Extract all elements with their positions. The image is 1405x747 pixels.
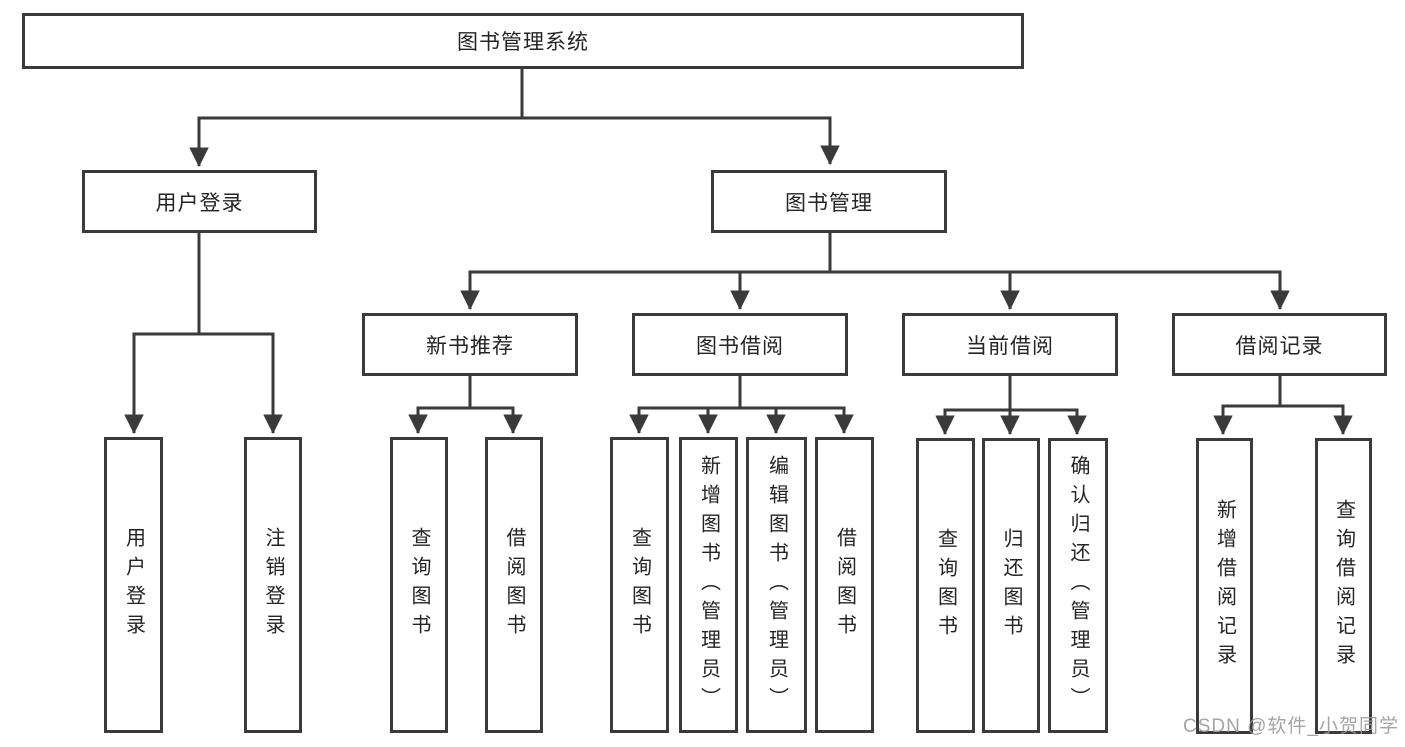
leaf-add-book-admin: 新增图书（管理员） <box>679 437 738 733</box>
node-user-login-label: 用户登录 <box>155 191 244 215</box>
leaf-user-login-label: 用户登录 <box>122 527 145 643</box>
node-root: 图书管理系统 <box>22 13 1024 69</box>
node-book-management-label: 图书管理 <box>785 191 873 215</box>
node-borrow-records: 借阅记录 <box>1172 313 1387 376</box>
leaf-query-books-current-label: 查询图书 <box>934 527 957 644</box>
node-user-login: 用户登录 <box>82 170 317 233</box>
leaf-query-books-borrow-label: 查询图书 <box>628 527 651 643</box>
leaf-logout-label: 注销登录 <box>262 527 284 643</box>
leaf-query-books-recommend-label: 查询图书 <box>408 527 430 643</box>
node-new-book-recommend-label: 新书推荐 <box>426 334 514 358</box>
leaf-confirm-return-admin-label: 确认归还（管理员） <box>1067 455 1089 716</box>
node-new-book-recommend: 新书推荐 <box>362 313 578 376</box>
node-book-management: 图书管理 <box>711 170 947 233</box>
leaf-add-borrow-record: 新增借阅记录 <box>1196 438 1253 734</box>
leaf-return-books-label: 归还图书 <box>1000 527 1022 644</box>
leaf-borrow-books-recommend-label: 借阅图书 <box>503 527 525 643</box>
leaf-add-book-admin-label: 新增图书（管理员） <box>697 454 720 716</box>
node-root-label: 图书管理系统 <box>457 31 589 54</box>
node-book-borrow-label: 图书借阅 <box>696 334 784 358</box>
leaf-add-borrow-record-label: 新增借阅记录 <box>1213 499 1236 673</box>
leaf-query-books-borrow: 查询图书 <box>610 437 669 733</box>
leaf-query-borrow-record-label: 查询借阅记录 <box>1332 499 1355 673</box>
leaf-query-books-recommend: 查询图书 <box>390 437 448 733</box>
leaf-borrow-books: 借阅图书 <box>815 437 874 733</box>
leaf-borrow-books-label: 借阅图书 <box>833 527 856 643</box>
leaf-confirm-return-admin: 确认归还（管理员） <box>1048 438 1108 733</box>
leaf-borrow-books-recommend: 借阅图书 <box>485 437 543 733</box>
leaf-return-books: 归还图书 <box>982 438 1040 733</box>
node-book-borrow: 图书借阅 <box>632 313 848 376</box>
leaf-edit-book-admin: 编辑图书（管理员） <box>746 437 807 733</box>
node-current-borrow: 当前借阅 <box>902 313 1118 376</box>
leaf-query-borrow-record: 查询借阅记录 <box>1315 438 1372 734</box>
leaf-user-login: 用户登录 <box>104 437 163 733</box>
leaf-edit-book-admin-label: 编辑图书（管理员） <box>765 454 788 716</box>
leaf-query-books-current: 查询图书 <box>916 438 975 733</box>
node-current-borrow-label: 当前借阅 <box>966 334 1054 358</box>
node-borrow-records-label: 借阅记录 <box>1235 334 1324 358</box>
leaf-logout: 注销登录 <box>244 437 302 733</box>
